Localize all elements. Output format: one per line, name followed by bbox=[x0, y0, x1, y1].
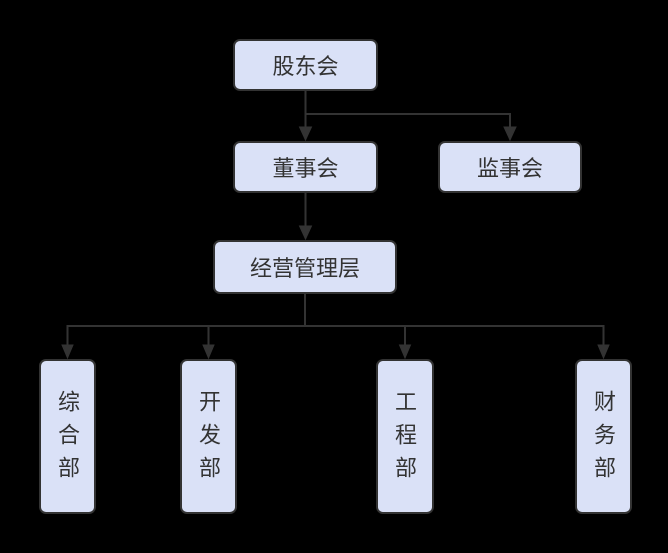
arrowhead-down-icon bbox=[503, 126, 517, 142]
node-management: 经营管理层 bbox=[213, 240, 397, 294]
node-engineering-dept: 工程部 bbox=[376, 359, 434, 514]
node-development-dept: 开发部 bbox=[180, 359, 237, 514]
arrowhead-down-icon bbox=[298, 225, 313, 241]
arrowhead-down-icon bbox=[61, 344, 74, 360]
node-finance-dept: 财务部 bbox=[575, 359, 632, 514]
edge-management-finance bbox=[304, 294, 610, 360]
arrowhead-down-icon bbox=[597, 344, 610, 360]
arrowhead-down-icon bbox=[298, 126, 313, 142]
arrowhead-down-icon bbox=[398, 344, 412, 360]
node-board: 董事会 bbox=[233, 141, 378, 193]
edge-board-management bbox=[298, 193, 313, 241]
node-general-dept: 综合部 bbox=[39, 359, 96, 514]
node-shareholders: 股东会 bbox=[233, 39, 378, 91]
edge-management-development bbox=[202, 294, 306, 360]
arrowhead-down-icon bbox=[202, 344, 215, 360]
edge-shareholders-supervisory bbox=[304, 91, 517, 142]
node-supervisory: 监事会 bbox=[438, 141, 582, 193]
